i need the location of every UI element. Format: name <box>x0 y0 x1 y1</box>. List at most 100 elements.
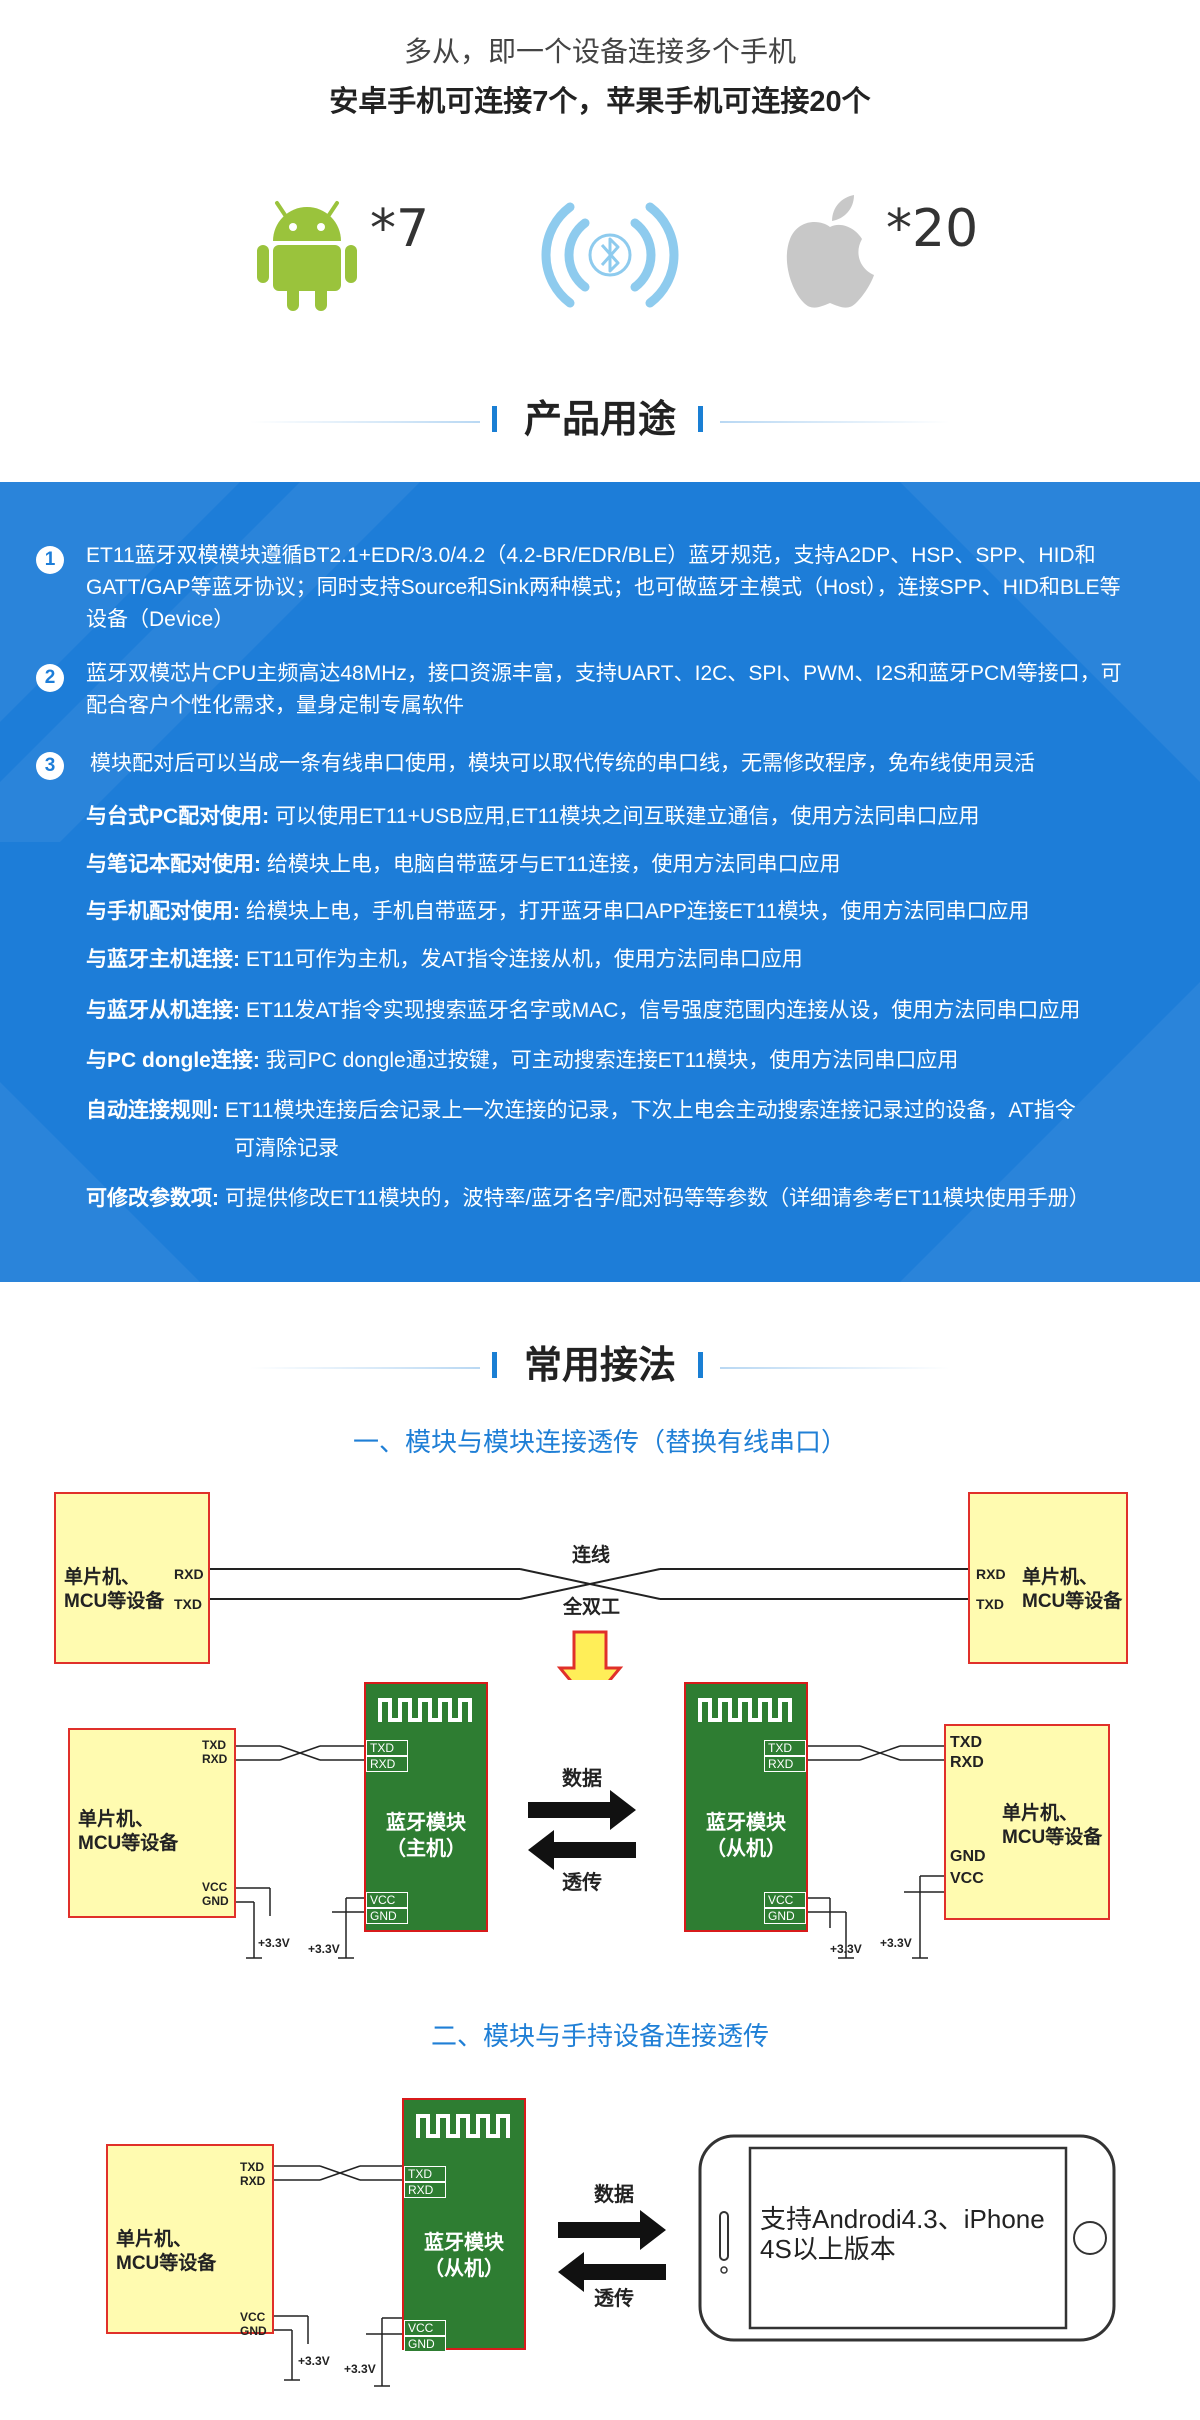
pin-txd: TXD <box>950 1734 982 1751</box>
voltage-label: +3.3V <box>298 2354 330 2368</box>
detail-key: 自动连接规则: <box>86 1099 219 1122</box>
module-pin-txd: TXD <box>764 1740 806 1756</box>
down-arrow-icon <box>556 1630 624 1680</box>
voltage-label: +3.3V <box>830 1942 862 1956</box>
usage-detail-row: 与蓝牙从机连接: ET11发AT指令实现搜索蓝牙名字或MAC，信号强度范围内连接… <box>86 992 1186 1030</box>
title-decor-line <box>720 421 950 423</box>
detail-key: 与手机配对使用: <box>86 900 240 923</box>
antenna-icon <box>416 2114 510 2138</box>
usage-detail-row: 可修改参数项: 可提供修改ET11模块的，波特率/蓝牙名字/配对码等等参数（详细… <box>86 1180 1186 1218</box>
mcu-box-left-top: 单片机、MCU等设备 RXD TXD <box>54 1492 210 1664</box>
phone-speaker-icon <box>719 2211 729 2261</box>
usage-item-1: ET11蓝牙双模模块遵循BT2.1+EDR/3.0/4.2（4.2-BR/EDR… <box>86 544 1121 631</box>
voltage-label: +3.3V <box>880 1936 912 1950</box>
title-decor-bar <box>492 406 497 432</box>
usage-detail-row: 与手机配对使用: 给模块上电，手机自带蓝牙，打开蓝牙串口APP连接ET11模块，… <box>86 893 1186 931</box>
module-pin-gnd: GND <box>366 1908 408 1924</box>
pin-txd: TXD <box>202 1738 226 1752</box>
panel-background-pattern <box>0 482 1200 1282</box>
transparent-label: 透传 <box>562 1872 602 1894</box>
module-wiring-lines <box>236 1745 944 1959</box>
usage-item-2: 蓝牙双模芯片CPU主频高达48MHz，接口资源丰富，支持UART、I2C、SPI… <box>86 662 1122 717</box>
android-icon <box>257 201 357 311</box>
apple-count: *20 <box>886 199 979 259</box>
data-label: 数据 <box>562 1768 602 1790</box>
mcu-label: 单片机、MCU等设备 <box>116 2229 217 2274</box>
phone-camera-icon <box>720 2266 728 2274</box>
phone-home-button-icon <box>1073 2221 1107 2255</box>
module-pin-gnd: GND <box>404 2336 446 2352</box>
module-pin-rxd: RXD <box>404 2182 446 2198</box>
detail-key: 可修改参数项: <box>86 1187 219 1210</box>
item-number-badge: 1 <box>36 546 64 574</box>
pin-rxd: RXD <box>202 1752 228 1766</box>
mcu-box-bottom: 单片机、MCU等设备 TXD RXD VCC GND <box>106 2144 274 2338</box>
detail-value: 可清除记录 <box>234 1137 339 1160</box>
voltage-label: +3.3V <box>308 1942 340 1956</box>
detail-value: 可以使用ET11+USB应用,ET11模块之间互联建立通信，使用方法同串口应用 <box>269 805 980 828</box>
android-count: *7 <box>370 199 430 259</box>
wire-label: 连线 <box>572 1545 611 1566</box>
arrow-left-icon <box>558 2252 666 2292</box>
mcu-label: 单片机、MCU等设备 <box>64 1567 165 1612</box>
pin-rxd: RXD <box>174 1566 204 1582</box>
detail-value: ET11可作为主机，发AT指令连接从机，使用方法同串口应用 <box>240 948 803 971</box>
device-icons-row: *7 *20 <box>0 185 1200 335</box>
bt-module-slave: TXD RXD 蓝牙模块（从机） VCC GND <box>684 1682 808 1932</box>
title-decor-line <box>250 421 480 423</box>
module-pin-rxd: RXD <box>366 1756 408 1772</box>
title-decor-bar <box>698 406 703 432</box>
mcu-label: 单片机、MCU等设备 <box>1002 1803 1103 1848</box>
pin-gnd: GND <box>950 1848 986 1865</box>
multi-connection-caption: 多从，即一个设备连接多个手机 <box>403 36 796 67</box>
antenna-icon <box>698 1698 792 1722</box>
bt-module-slave-2: TXD RXD 蓝牙模块（从机） VCC GND <box>402 2098 526 2352</box>
voltage-label: +3.3V <box>344 2362 376 2376</box>
data-label: 数据 <box>594 2184 634 2206</box>
duplex-label: 全双工 <box>563 1597 621 1618</box>
handheld-wiring-lines <box>274 2134 1116 2387</box>
detail-key: 与蓝牙从机连接: <box>86 999 240 1022</box>
usage-panel: 1 ET11蓝牙双模模块遵循BT2.1+EDR/3.0/4.2（4.2-BR/E… <box>0 482 1200 1282</box>
detail-key: 与蓝牙主机连接: <box>86 948 240 971</box>
pin-gnd: GND <box>202 1894 229 1908</box>
detail-value: 我司PC dongle通过按键，可主动搜索连接ET11模块，使用方法同串口应用 <box>259 1049 959 1072</box>
usage-detail-row: 自动连接规则: ET11模块连接后会记录上一次连接的记录，下次上电会主动搜索连接… <box>86 1092 1186 1130</box>
detail-key: 与PC dongle连接: <box>86 1049 260 1072</box>
pin-gnd: GND <box>240 2324 267 2338</box>
pin-txd: TXD <box>976 1596 1004 1612</box>
title-decor-bar <box>492 1352 497 1378</box>
detail-key: 与笔记本配对使用: <box>86 853 261 876</box>
wiring-section-title: 常用接法 <box>0 1338 1200 1398</box>
usage-section-title: 产品用途 <box>0 392 1200 452</box>
wired-serial-lines <box>208 1568 968 1680</box>
item-number-badge: 2 <box>36 664 64 692</box>
module-label: 蓝牙模块（从机） <box>706 1812 786 1860</box>
wiring-subtitle-2: 二、模块与手持设备连接透传 <box>430 2021 769 2051</box>
pin-vcc: VCC <box>240 2310 266 2324</box>
transparent-label: 透传 <box>594 2288 634 2310</box>
arrow-left-icon <box>528 1830 636 1870</box>
pin-rxd: RXD <box>976 1566 1006 1582</box>
usage-detail-row: 与PC dongle连接: 我司PC dongle通过按键，可主动搜索连接ET1… <box>86 1042 1186 1080</box>
usage-detail-row: 可清除记录 <box>234 1130 1134 1168</box>
mcu-label: 单片机、MCU等设备 <box>1022 1567 1123 1612</box>
arrow-right-icon <box>528 1790 636 1830</box>
module-pin-gnd: GND <box>764 1908 806 1924</box>
pin-rxd: RXD <box>950 1754 984 1771</box>
usage-detail-row: 与笔记本配对使用: 给模块上电，电脑自带蓝牙与ET11连接，使用方法同串口应用 <box>86 846 1186 884</box>
bluetooth-wave-icon <box>541 202 679 308</box>
bt-module-master: TXD RXD 蓝牙模块（主机） VCC GND <box>364 1682 488 1932</box>
detail-value: ET11模块连接后会记录上一次连接的记录，下次上电会主动搜索连接记录过的设备，A… <box>219 1099 1076 1122</box>
usage-title-text: 产品用途 <box>523 399 676 441</box>
wiring-title-text: 常用接法 <box>523 1345 676 1387</box>
module-pin-vcc: VCC <box>404 2320 446 2336</box>
module-pin-vcc: VCC <box>764 1892 806 1908</box>
multi-connection-headline: 安卓手机可连接7个，苹果手机可连接20个 <box>329 86 871 118</box>
phone-screen <box>748 2146 1068 2330</box>
mcu-box-left-mid: 单片机、MCU等设备 TXD RXD VCC GND <box>68 1728 236 1918</box>
usage-detail-row: 与台式PC配对使用: 可以使用ET11+USB应用,ET11模块之间互联建立通信… <box>86 798 1186 836</box>
module-pin-txd: TXD <box>404 2166 446 2182</box>
mcu-box-right-mid: TXD RXD 单片机、MCU等设备 GND VCC <box>944 1724 1110 1920</box>
